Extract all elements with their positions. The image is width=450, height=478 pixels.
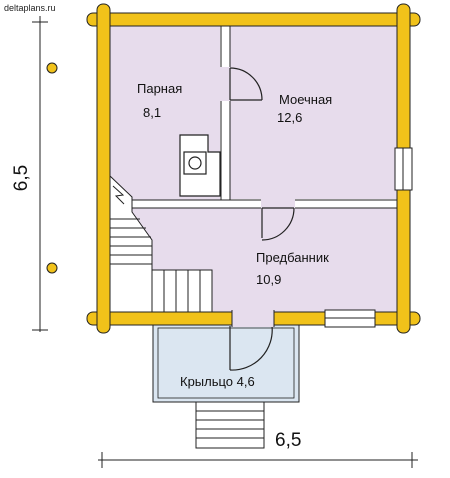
parnaya-area: 8,1 — [143, 105, 161, 120]
vertical-dimension — [32, 16, 48, 332]
door-porch-icon — [229, 325, 273, 371]
marker-upper-icon — [46, 62, 58, 74]
predbannik-name: Предбанник — [256, 250, 329, 265]
entrance-opening — [232, 310, 274, 327]
moechnaya-name: Моечная — [279, 92, 332, 107]
door-parnaya-icon — [229, 67, 263, 101]
stove-icon — [179, 134, 221, 197]
door-moechnaya-icon — [261, 207, 295, 241]
porch-floor — [152, 323, 300, 403]
vertical-dimension-label: 6,5 — [11, 165, 32, 191]
doors — [219, 67, 295, 241]
lower-stair-flight — [151, 269, 213, 313]
wall-parnaya-moechnaya — [220, 23, 231, 208]
site-label: deltaplans.ru — [4, 3, 56, 13]
predbannik-area: 10,9 — [256, 272, 281, 287]
parnaya-name: Парная — [137, 81, 182, 96]
moechnaya-floor — [230, 26, 397, 199]
kryltso-label: Крыльцо 4,6 — [180, 374, 255, 389]
left-wall — [96, 3, 111, 334]
horizontal-dimension-label: 6,5 — [275, 430, 301, 451]
top-wall — [86, 12, 421, 27]
porch — [152, 323, 300, 449]
porch-steps — [195, 401, 265, 449]
moechnaya-area: 12,6 — [277, 110, 302, 125]
horizontal-dimension — [98, 452, 418, 468]
marker-lower-icon — [46, 262, 58, 274]
